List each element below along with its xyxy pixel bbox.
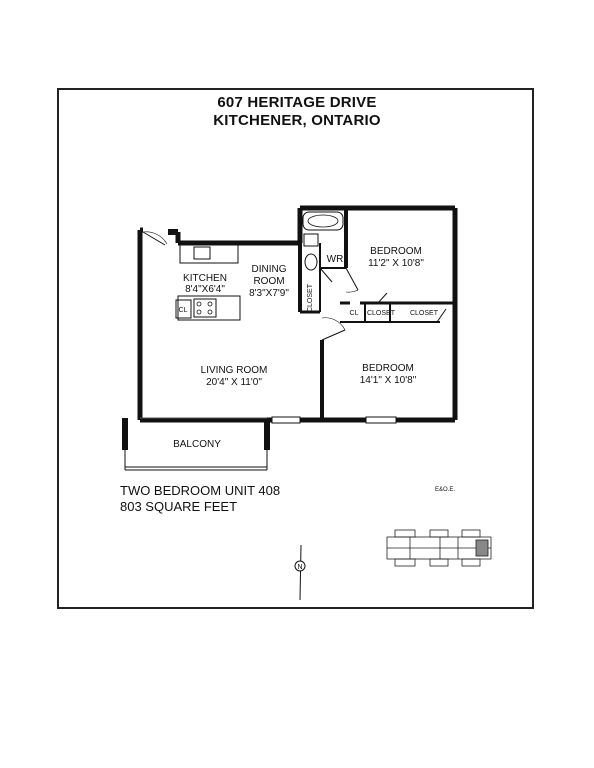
cl-kitchen-label: CL bbox=[179, 307, 188, 314]
address-line-1: 607 HERITAGE DRIVE bbox=[217, 94, 377, 111]
living-room-label: LIVING ROOM bbox=[201, 365, 268, 376]
address-line-2: KITCHENER, ONTARIO bbox=[213, 112, 381, 129]
compass-label: N bbox=[297, 564, 302, 571]
dining-label-1: DINING bbox=[252, 264, 287, 275]
living-room-dims: 20'4" X 11'0" bbox=[206, 377, 262, 388]
washroom-label: WR bbox=[327, 254, 344, 265]
unit-area: 803 SQUARE FEET bbox=[120, 499, 238, 514]
north-arrow-icon: N bbox=[294, 544, 306, 601]
dining-dims: 8'3"X7'9" bbox=[249, 288, 289, 299]
closet-vertical-label: CLOSET bbox=[307, 283, 314, 312]
disclaimer: E&O.E. bbox=[435, 487, 456, 493]
floorplan-frame bbox=[57, 88, 534, 609]
closet-b-label: CLOSET bbox=[410, 310, 439, 317]
kitchen-dims: 8'4"X6'4" bbox=[185, 284, 225, 295]
key-plan bbox=[386, 529, 492, 567]
balcony-label: BALCONY bbox=[173, 439, 221, 450]
kitchen-label: KITCHEN bbox=[183, 273, 227, 284]
cl-hall-label: CL bbox=[350, 310, 359, 317]
bedroom-1-dims: 11'2" X 10'8" bbox=[368, 258, 424, 269]
bedroom-2-dims: 14'1" X 10'8" bbox=[360, 375, 417, 386]
bedroom-2-label: BEDROOM bbox=[362, 363, 414, 374]
closet-a-label: CLOSET bbox=[367, 310, 396, 317]
dining-label-2: ROOM bbox=[253, 276, 284, 287]
bedroom-1-label: BEDROOM bbox=[370, 246, 422, 257]
unit-type: TWO BEDROOM UNIT 408 bbox=[120, 483, 281, 498]
